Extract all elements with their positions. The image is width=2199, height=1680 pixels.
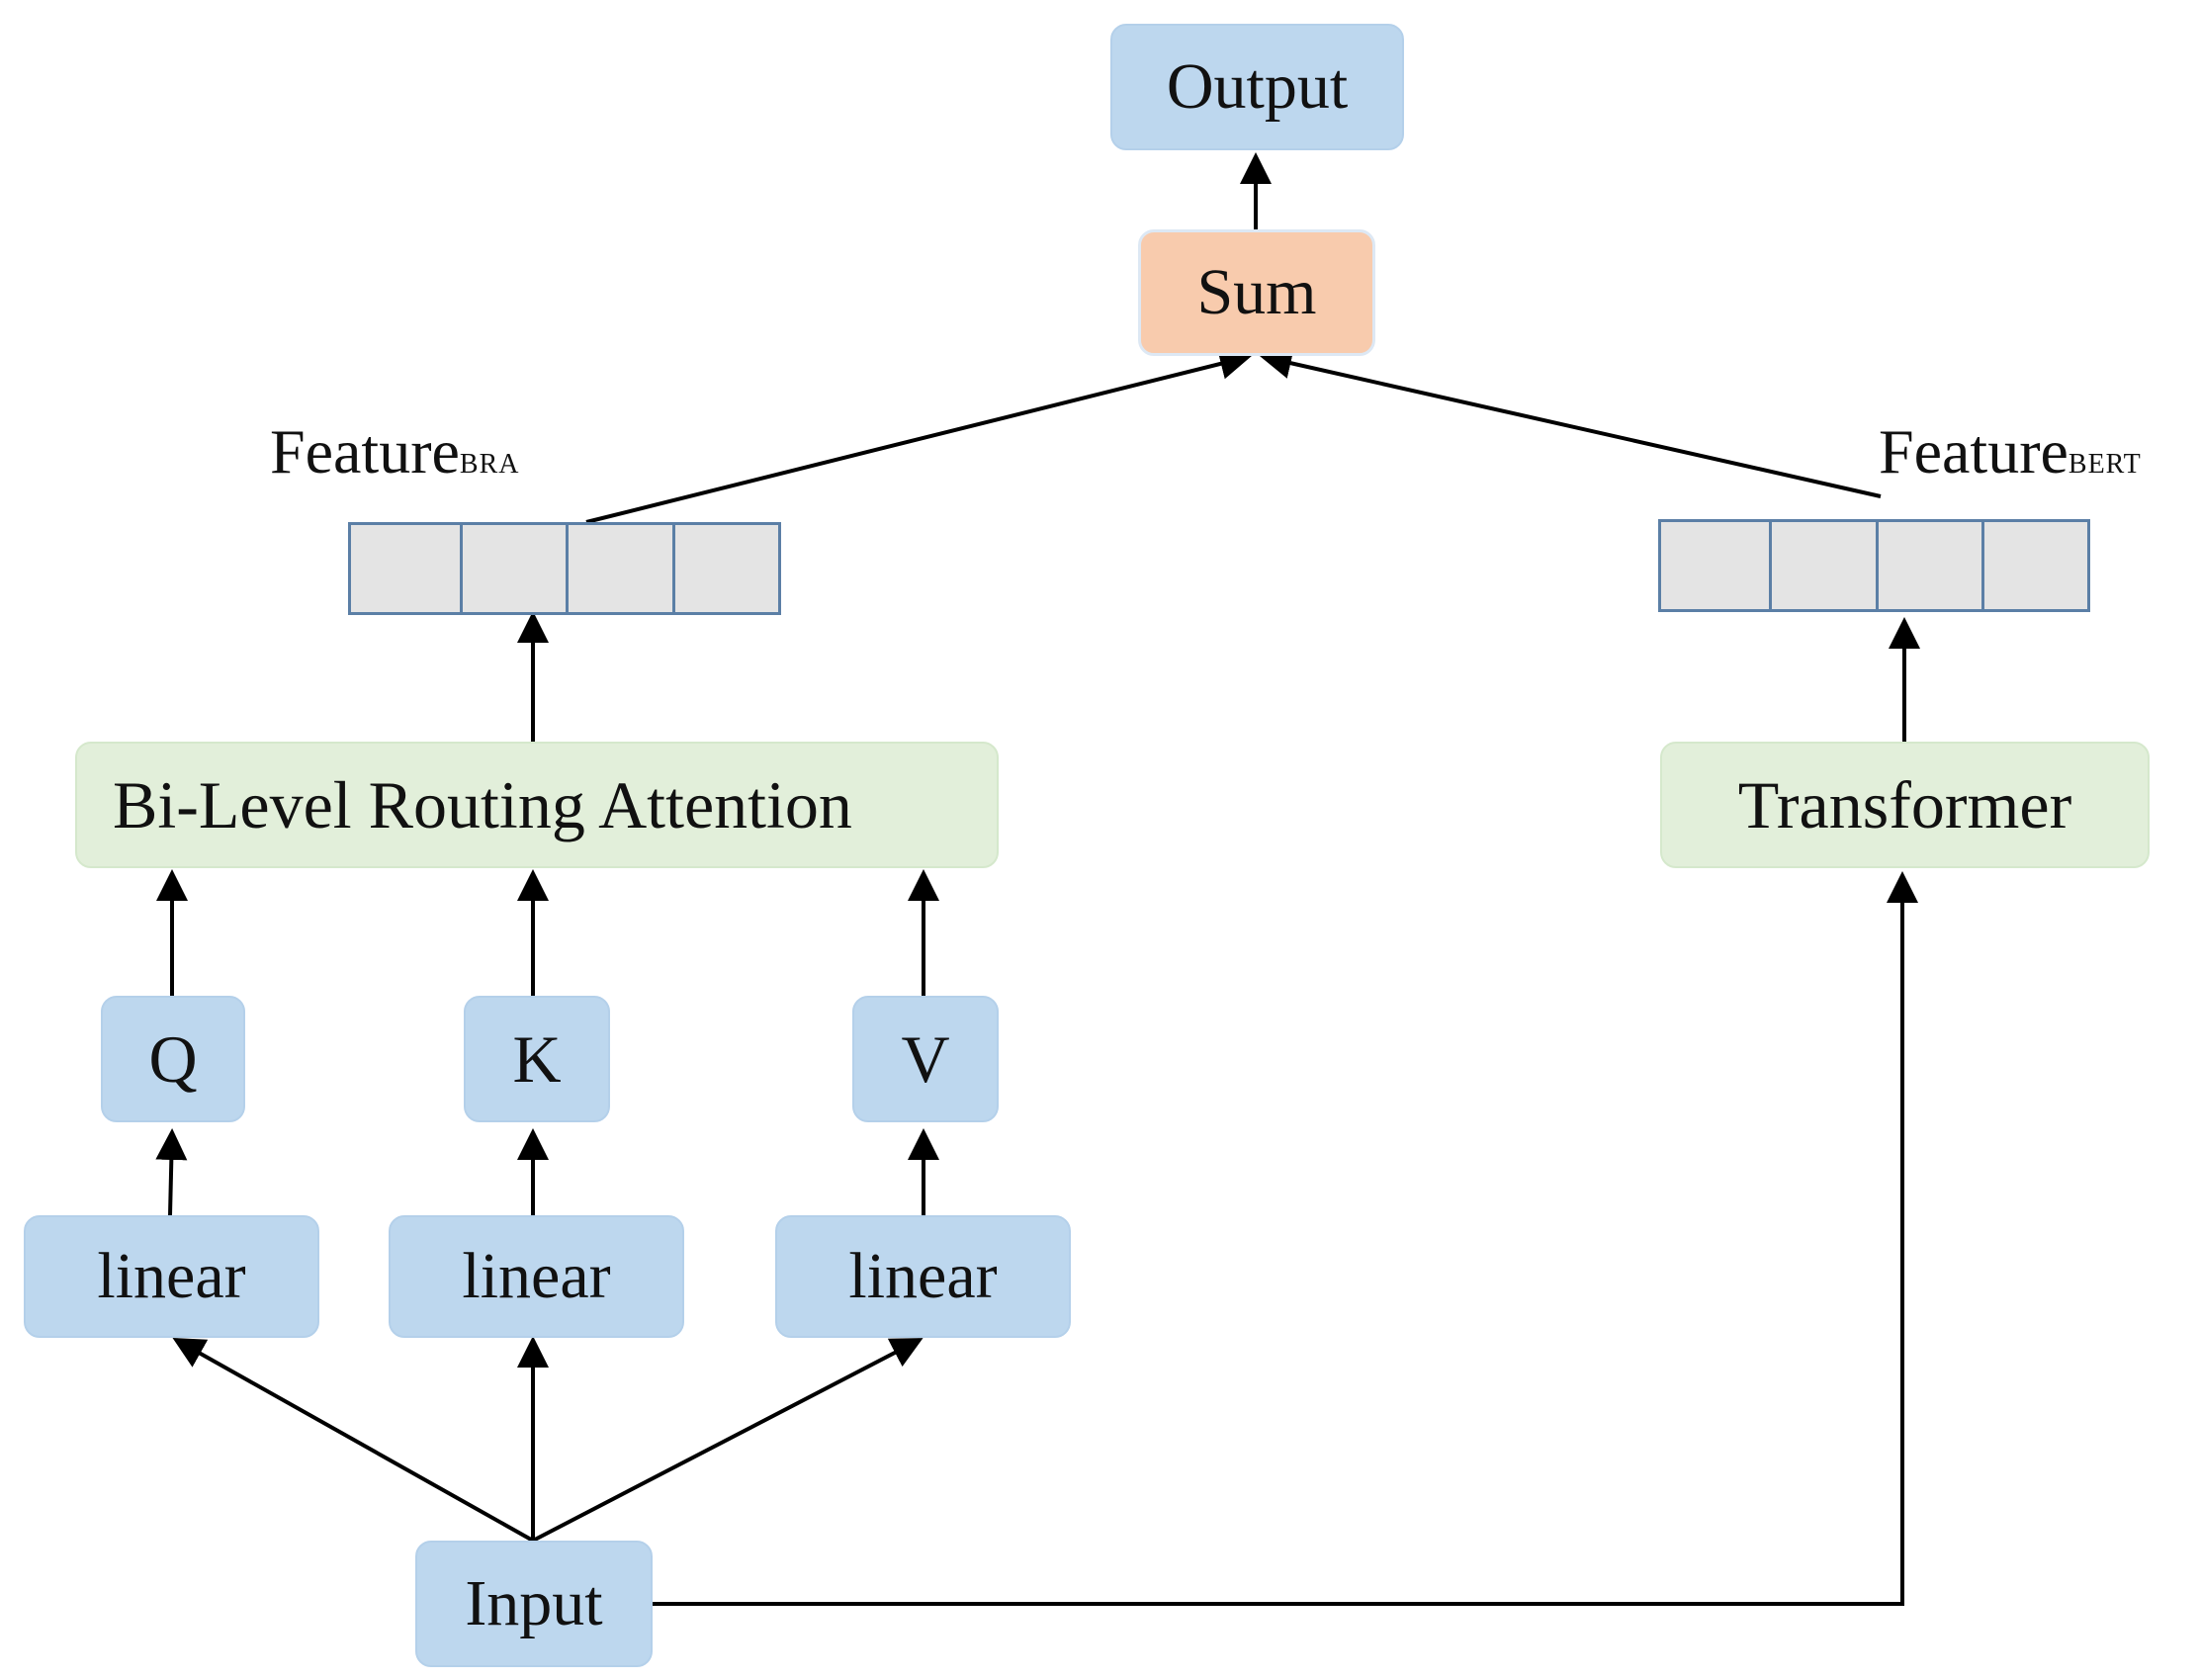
output-label: Output [1166, 50, 1349, 123]
feature-bert-cell [1658, 519, 1773, 612]
output-node: Output [1110, 24, 1404, 150]
linear-q-node: linear [24, 1215, 319, 1338]
key-node: K [464, 996, 610, 1122]
arrow-feature-bra-to-sum [585, 348, 1252, 524]
arrow-input-to-linear-q [172, 1338, 534, 1543]
value-node: V [852, 996, 999, 1122]
feature-bert-label: FeatureBERT [1879, 415, 2142, 488]
arrow-input-to-linear-v [532, 1338, 924, 1543]
key-label: K [512, 1020, 562, 1097]
linear-v-node: linear [775, 1215, 1071, 1338]
arrow-linear-to-q [155, 1128, 188, 1216]
feature-bra-vector [348, 522, 781, 615]
input-label: Input [465, 1567, 603, 1639]
sum-node: Sum [1138, 229, 1375, 356]
feature-bert-cell [1983, 519, 2091, 612]
transformer-node: Transformer [1660, 742, 2150, 868]
sum-label: Sum [1196, 256, 1317, 328]
feature-bert-subscript: BERT [2067, 449, 2142, 480]
linear-v-label: linear [848, 1240, 998, 1312]
linear-k-label: linear [462, 1240, 611, 1312]
feature-bra-subscript: BRA [459, 449, 520, 480]
feature-bert-vector [1658, 519, 2091, 612]
transformer-label: Transformer [1737, 766, 2072, 842]
query-label: Q [148, 1020, 198, 1097]
feature-bra-cell [569, 522, 675, 615]
linear-k-node: linear [389, 1215, 684, 1338]
input-node: Input [415, 1541, 653, 1667]
arrow-input-to-transformer [653, 871, 1918, 1606]
linear-q-label: linear [97, 1240, 246, 1312]
bra-label: Bi-Level Routing Attention [113, 766, 852, 842]
feature-bra-main: Feature [270, 416, 460, 486]
bi-level-routing-attention-node: Bi-Level Routing Attention [75, 742, 999, 868]
feature-bra-cell [674, 522, 781, 615]
feature-bra-cell [348, 522, 463, 615]
arrow-feature-bert-to-sum [1260, 347, 1882, 498]
value-label: V [901, 1020, 950, 1097]
feature-bert-main: Feature [1879, 416, 2068, 486]
query-node: Q [101, 996, 245, 1122]
feature-bert-cell [1772, 519, 1879, 612]
feature-bert-cell [1878, 519, 1984, 612]
feature-bra-cell [462, 522, 570, 615]
feature-bra-label: FeatureBRA [270, 415, 519, 488]
